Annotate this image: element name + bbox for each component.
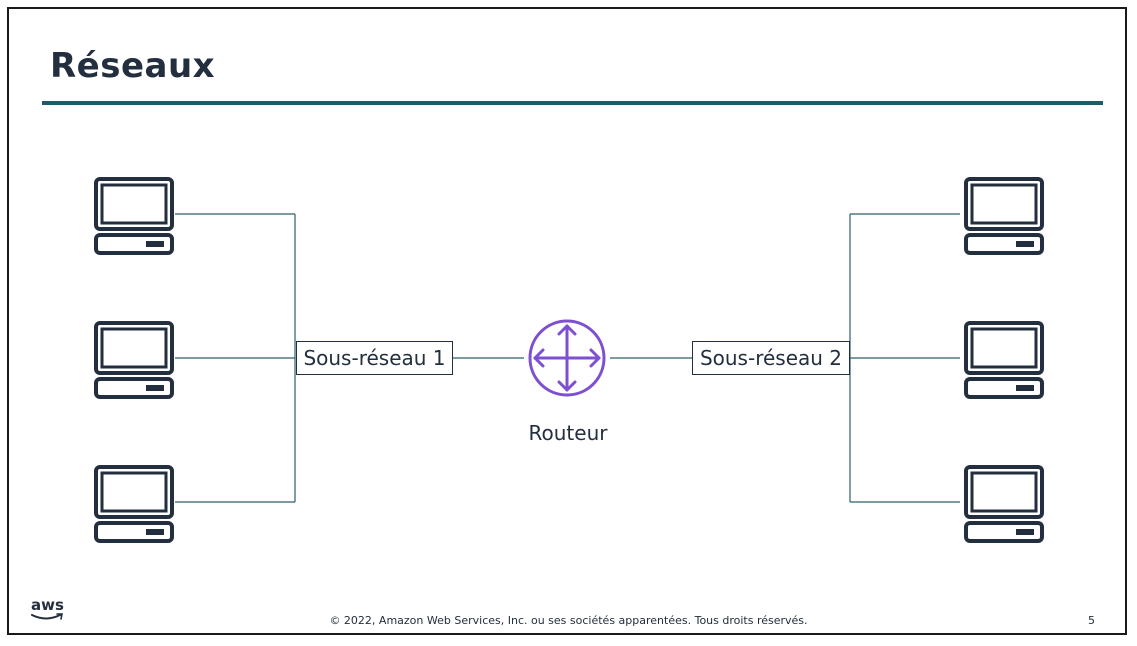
computer-icon [964, 321, 1044, 399]
computer-icon [94, 321, 174, 399]
router-label: Routeur [528, 421, 608, 445]
title-underline [42, 101, 1103, 105]
aws-smile-icon [31, 613, 63, 620]
copyright-notice: © 2022, Amazon Web Services, Inc. ou ses… [329, 614, 808, 627]
computer-icon [94, 465, 174, 543]
subnet-label-2: Sous-réseau 2 [692, 341, 850, 375]
computer-icon [964, 177, 1044, 255]
subnet-label-1: Sous-réseau 1 [296, 341, 453, 375]
connector-lines [175, 213, 960, 503]
router-icon [528, 319, 606, 397]
computer-icon [964, 465, 1044, 543]
computer-icon [94, 177, 174, 255]
aws-logo: aws [31, 596, 64, 614]
page-number: 5 [1088, 614, 1095, 627]
slide-title: Réseaux [50, 46, 216, 86]
